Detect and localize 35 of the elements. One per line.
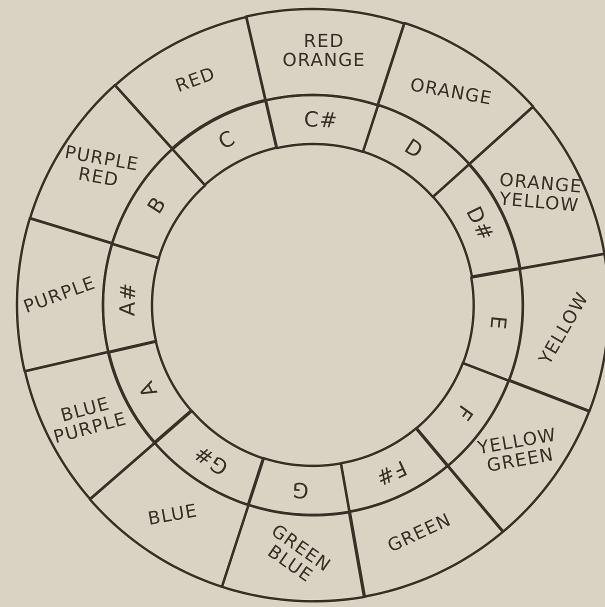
color-segment (246, 9, 404, 106)
color-segment (509, 254, 605, 412)
color-name: ORANGE (408, 76, 494, 110)
note-name: B (143, 192, 170, 218)
note-segment (154, 410, 264, 505)
note-name: C (215, 127, 240, 154)
note-name: G (290, 478, 310, 502)
color-name: ORANGE YELLOW (498, 172, 584, 216)
note-name: F# (372, 456, 410, 490)
note-segment (172, 100, 277, 186)
note-segment (362, 105, 470, 198)
note-name: F (451, 400, 477, 424)
note-segment (248, 458, 350, 515)
note-name: A (134, 377, 162, 402)
color-segment (90, 442, 248, 586)
color-segment (17, 218, 112, 372)
color-segment (378, 23, 533, 164)
note-segment (103, 244, 160, 352)
color-name: RED (174, 64, 219, 96)
color-name: RED ORANGE (282, 33, 366, 72)
color-name: BLUE (147, 502, 200, 530)
note-name: G# (190, 440, 232, 479)
note-name: D# (462, 202, 498, 245)
note-segment (266, 95, 378, 152)
note-segment (340, 428, 448, 512)
color-segment (222, 504, 364, 601)
note-name: C# (303, 108, 339, 132)
note-name: E (486, 314, 510, 331)
note-name: D (400, 135, 428, 164)
note-name: A# (116, 281, 140, 316)
color-segment (469, 106, 604, 269)
color-segment (30, 85, 172, 244)
color-name: YELLOW GREEN (476, 426, 560, 478)
note-segment (463, 268, 523, 380)
color-name: PURPLE RED (62, 144, 140, 194)
